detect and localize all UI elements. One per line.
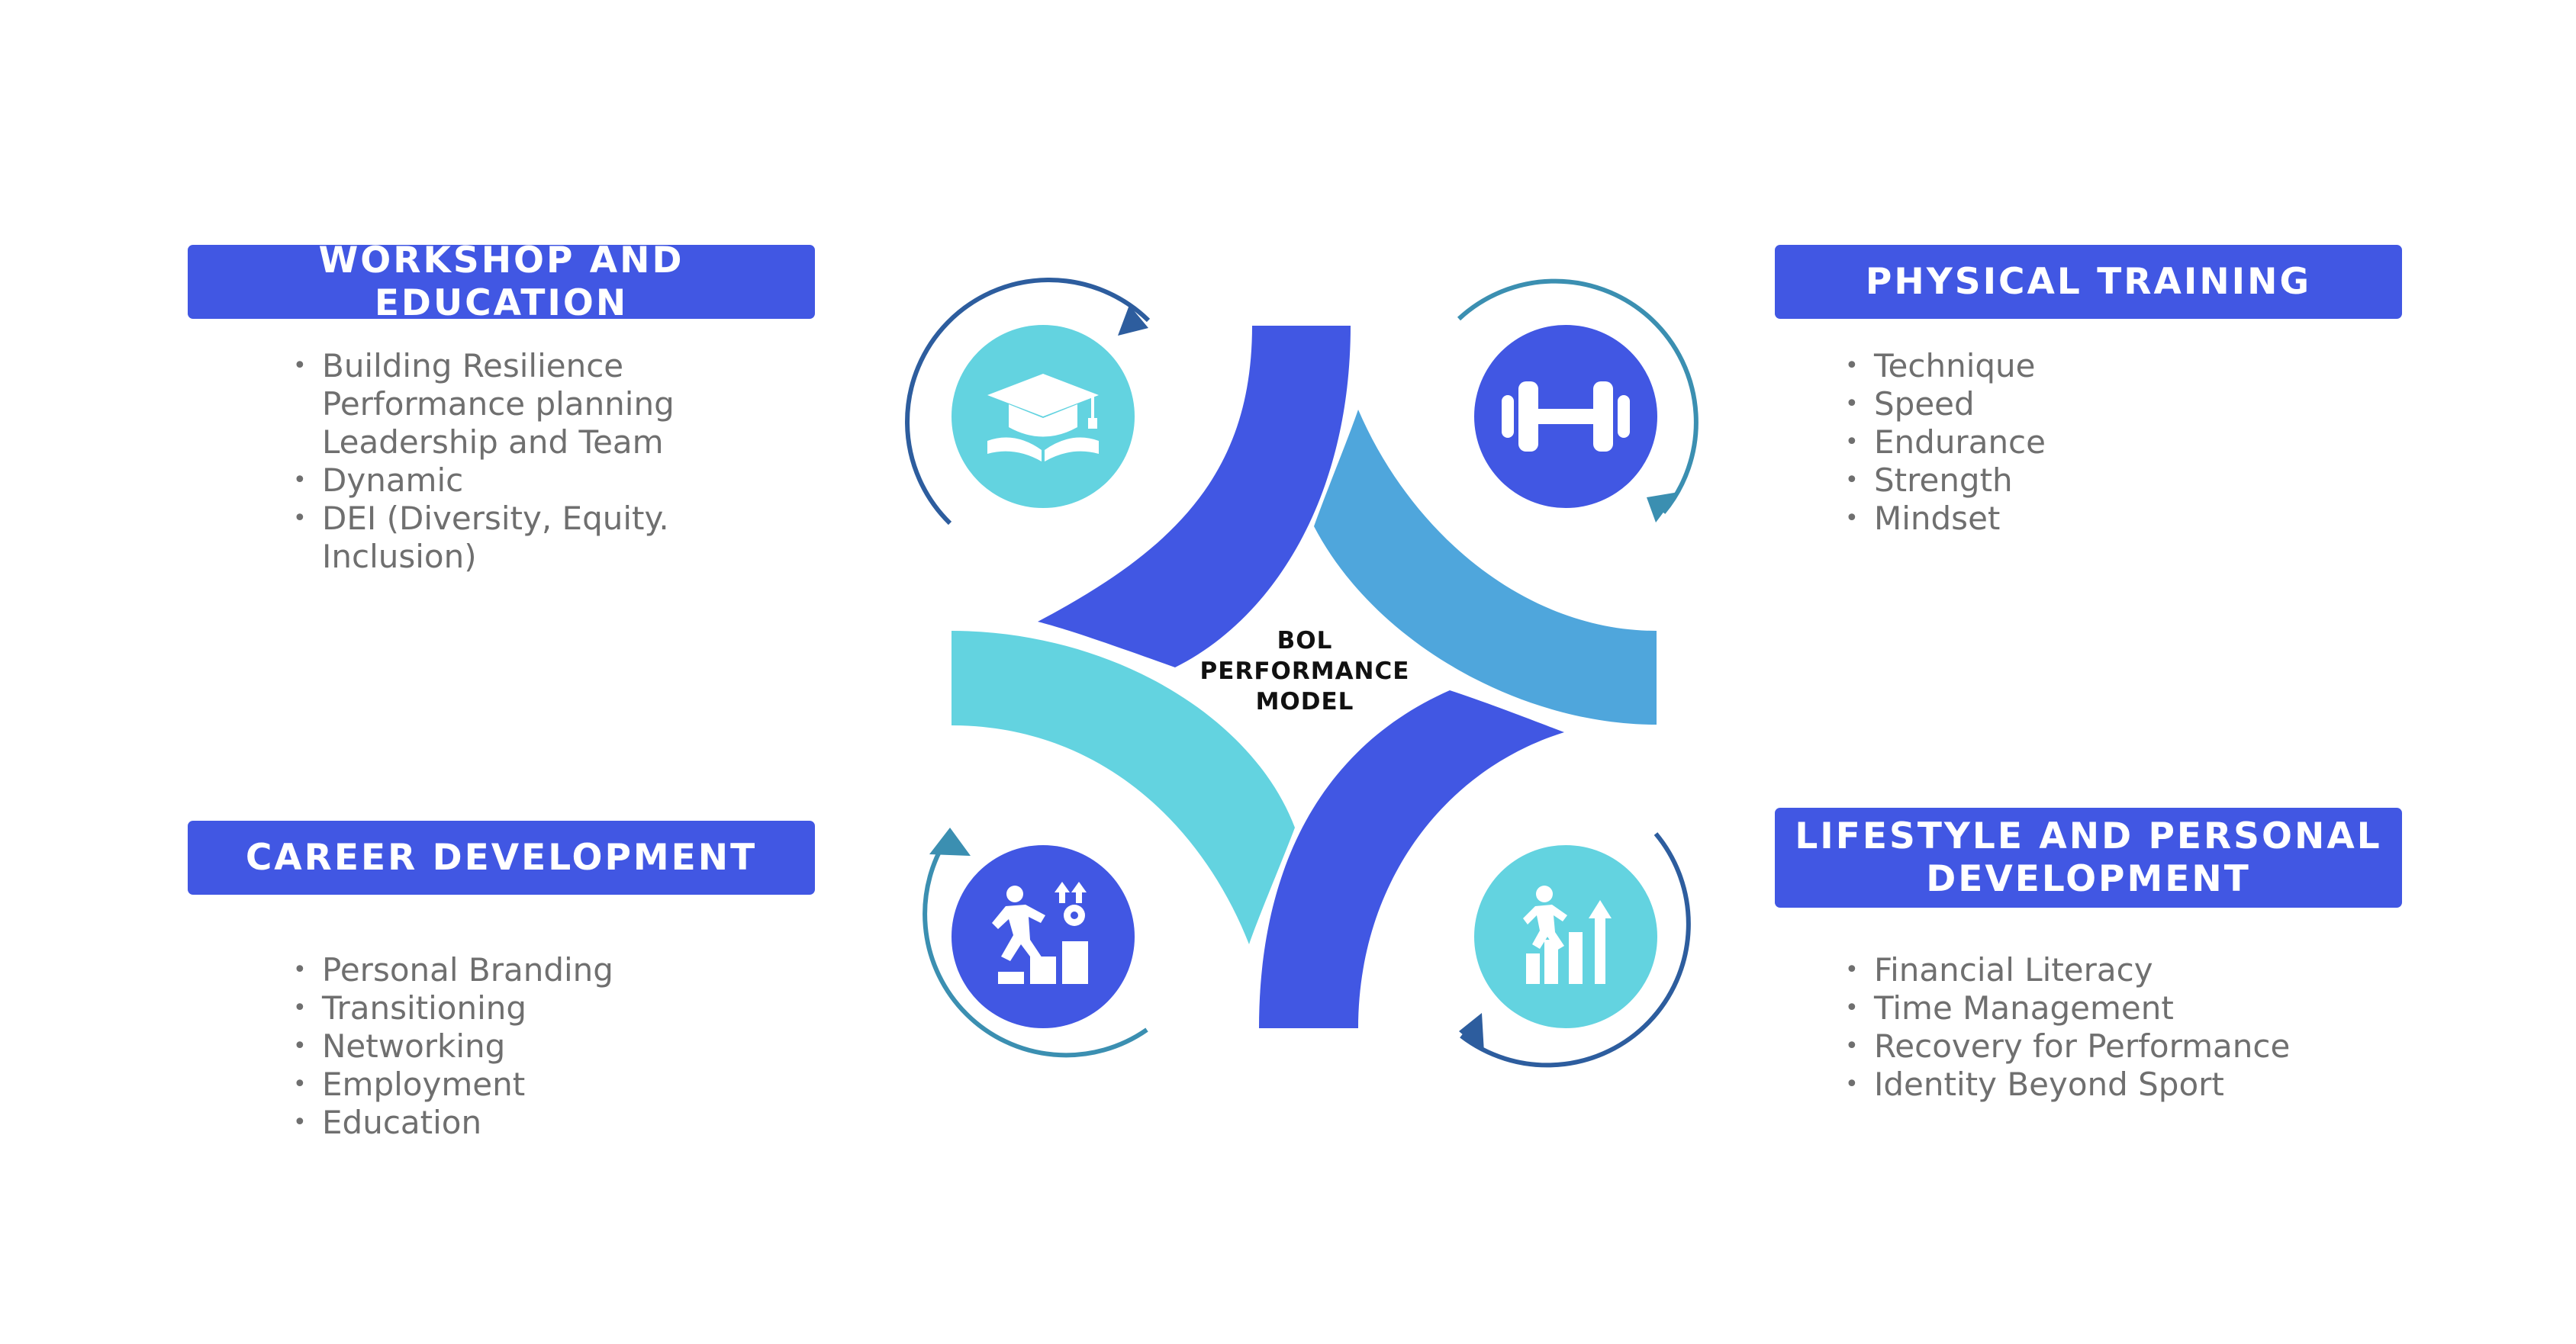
workshop-banner: WORKSHOP AND EDUCATION [188, 240, 815, 324]
physical-banner: PHYSICAL TRAINING [1775, 245, 2402, 319]
center-label-line1: BOL [1277, 627, 1333, 654]
career-banner: CAREER DEVELOPMENT [188, 821, 815, 895]
blade-top-royal [1038, 326, 1351, 667]
physical-title: PHYSICAL TRAINING [1865, 260, 2312, 303]
arrow-lifestyle-head [1459, 1013, 1484, 1053]
list-item: •Strength [1845, 461, 2013, 499]
list-item: •Employment [293, 1066, 526, 1103]
arrow-career [923, 832, 1148, 1058]
list-item: •Speed [1845, 385, 1975, 423]
physical-list: •Technique •Speed •Endurance •Strength •… [1845, 347, 2046, 538]
list-item: •Recovery for Performance [1845, 1027, 2291, 1065]
career-list: •Personal Branding •Transitioning •Netwo… [293, 951, 613, 1142]
blade-right-sky [1314, 410, 1657, 725]
list-item: •DEI (Diversity, Equity. [293, 500, 669, 537]
dumbbell-icon [1474, 325, 1657, 508]
list-item: •Identity Beyond Sport [1845, 1066, 2224, 1103]
graduation-cap-book-icon [952, 325, 1135, 508]
list-item: •Building Resilience [293, 347, 624, 384]
list-item: •Transitioning [293, 989, 527, 1027]
arrow-lifestyle [1460, 832, 1691, 1068]
workshop-title: WORKSHOP AND EDUCATION [318, 239, 684, 324]
lifestyle-title-line2: DEVELOPMENT [1926, 857, 2251, 900]
arrow-workshop [905, 278, 1151, 526]
lifestyle-list: •Financial Literacy •Time Management •Re… [1845, 951, 2290, 1104]
arrow-career-head [929, 828, 971, 856]
center-label-line3: MODEL [1255, 688, 1354, 715]
arrow-physical [1457, 278, 1699, 514]
list-item: •Technique [1845, 347, 2036, 384]
arrow-physical-head [1647, 492, 1679, 522]
list-item: •Networking [293, 1027, 506, 1065]
lifestyle-banner: LIFESTYLE AND PERSONAL DEVELOPMENT [1775, 808, 2402, 908]
arrow-workshop-head [1118, 305, 1148, 336]
list-item: •Leadership and Team [322, 423, 664, 461]
climbing-steps-icon [952, 845, 1135, 1028]
workshop-list: •Building Resilience •Performance planni… [293, 347, 675, 576]
list-item: •Mindset [1845, 500, 2001, 537]
list-item: •Endurance [1845, 423, 2046, 461]
lifestyle-title-line1: LIFESTYLE AND PERSONAL [1795, 815, 2382, 857]
center-label-line2: PERFORMANCE [1199, 658, 1410, 685]
career-title: CAREER DEVELOPMENT [245, 836, 758, 879]
list-item: •Time Management [1845, 989, 2174, 1027]
growth-steps-icon [1474, 845, 1657, 1028]
list-item: •Education [293, 1104, 482, 1141]
list-item: •Dynamic [293, 461, 464, 499]
blade-bottom-royal [1259, 690, 1564, 1028]
list-item: •Financial Literacy [1845, 951, 2153, 989]
blade-left-cyan [952, 631, 1295, 944]
center-model-label: BOL PERFORMANCE MODEL [1167, 625, 1442, 717]
list-item: •Inclusion) [322, 538, 477, 575]
list-item: •Personal Branding [293, 951, 613, 989]
list-item: •Performance planning [322, 385, 675, 423]
